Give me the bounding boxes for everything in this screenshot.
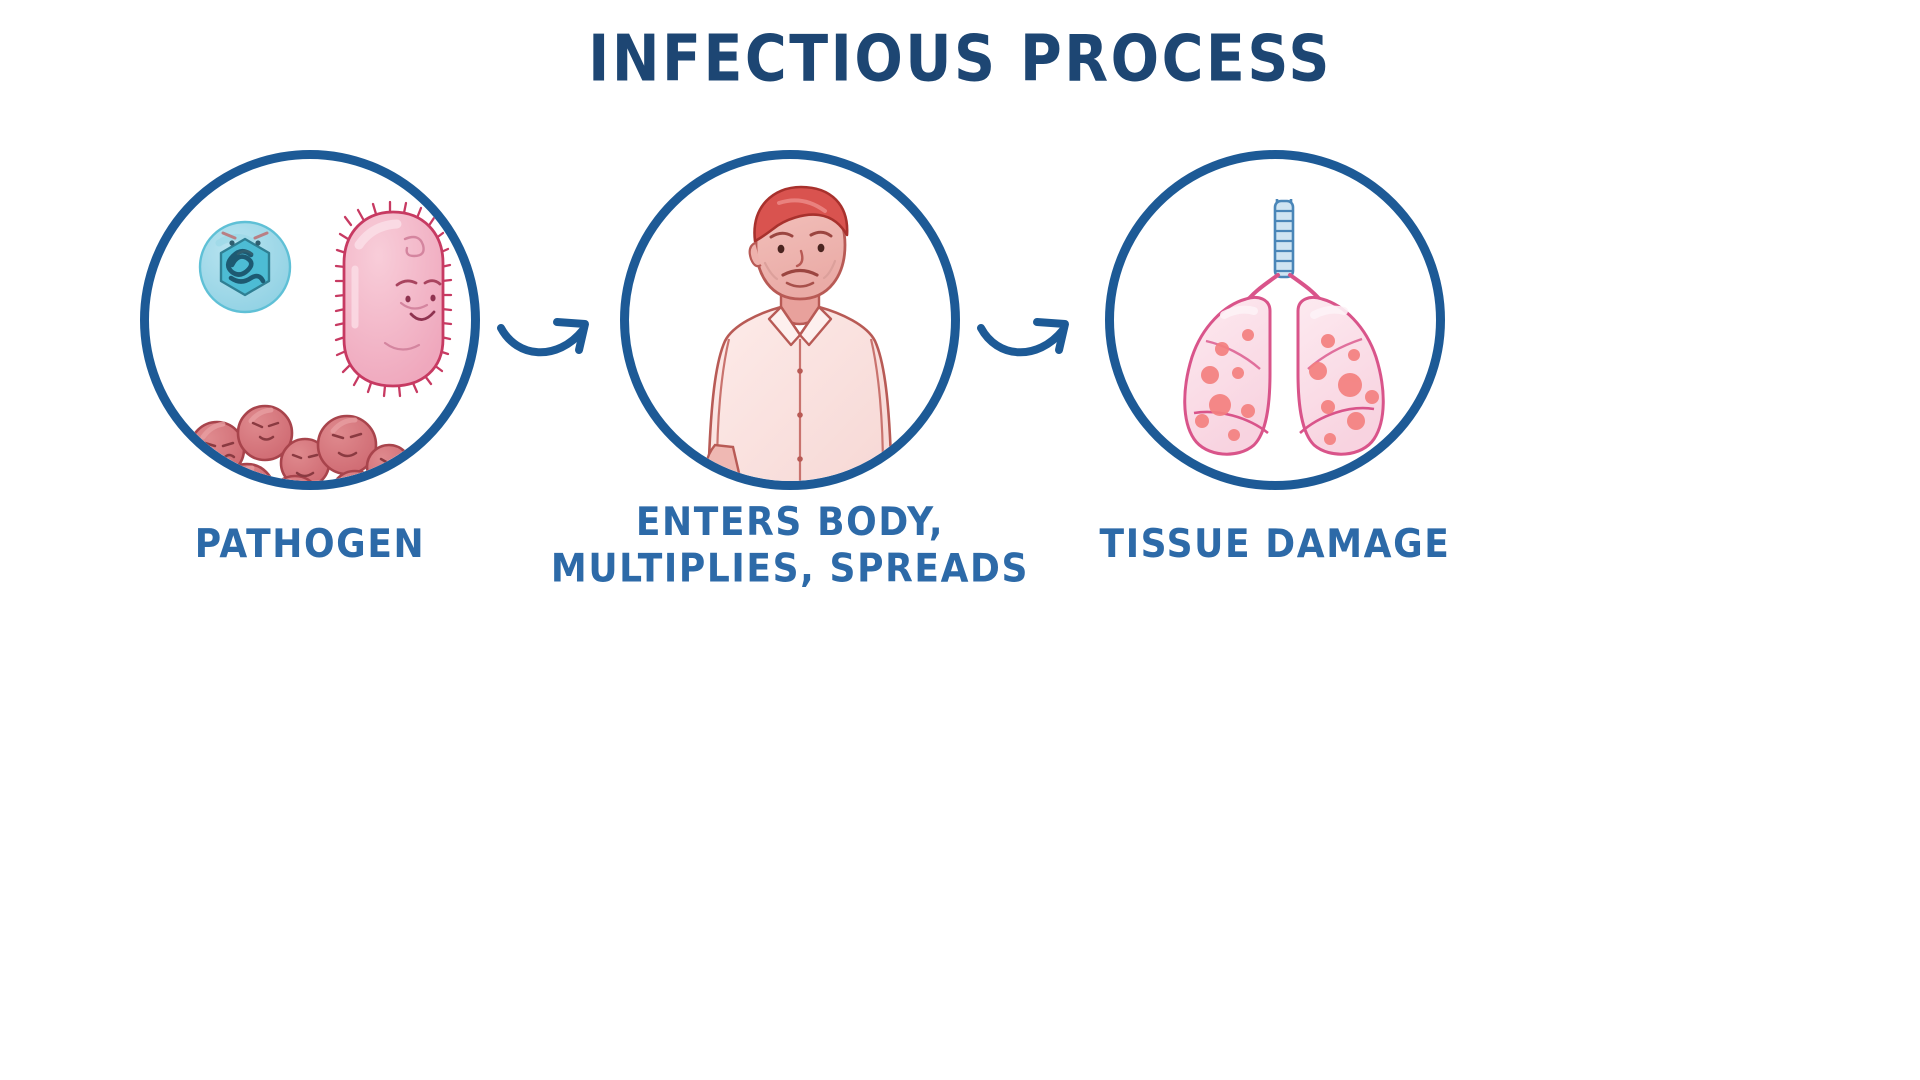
- step-2-caption: ENTERS BODY, MULTIPLIES, SPREADS: [540, 500, 1040, 593]
- lungs-icon: [1183, 199, 1385, 456]
- step-2-caption-line-2: MULTIPLIES, SPREADS: [550, 546, 1030, 592]
- arrow-step2-to-step3: [975, 300, 1095, 370]
- step-1-caption: PATHOGEN: [100, 522, 520, 568]
- step-1-circle[interactable]: [140, 150, 480, 490]
- step-3-caption: TISSUE DAMAGE: [1030, 522, 1520, 568]
- pathogen-illustration: [149, 159, 471, 481]
- step-3-caption-line-1: TISSUE DAMAGE: [1099, 522, 1451, 568]
- step-1-caption-line-1: PATHOGEN: [194, 522, 426, 568]
- arrow-step1-to-step2: [495, 300, 615, 370]
- bacillus-icon: [334, 200, 453, 398]
- virus-icon: [198, 220, 292, 314]
- cocci-cluster-icon: [188, 404, 413, 481]
- page-title: INFECTIOUS PROCESS: [588, 22, 1332, 97]
- person-icon: [704, 185, 893, 481]
- process-row: [0, 150, 1920, 490]
- step-2-circle[interactable]: [620, 150, 960, 490]
- step-2-caption-line-1: ENTERS BODY,: [635, 500, 945, 546]
- step-2-ring: [620, 150, 960, 490]
- step-3-ring: [1105, 150, 1445, 490]
- damaged-lungs-illustration: [1114, 159, 1436, 481]
- step-3-circle[interactable]: [1105, 150, 1445, 490]
- infected-person-illustration: [629, 159, 951, 481]
- lesion-spots: [1195, 329, 1379, 445]
- step-1-ring: [140, 150, 480, 490]
